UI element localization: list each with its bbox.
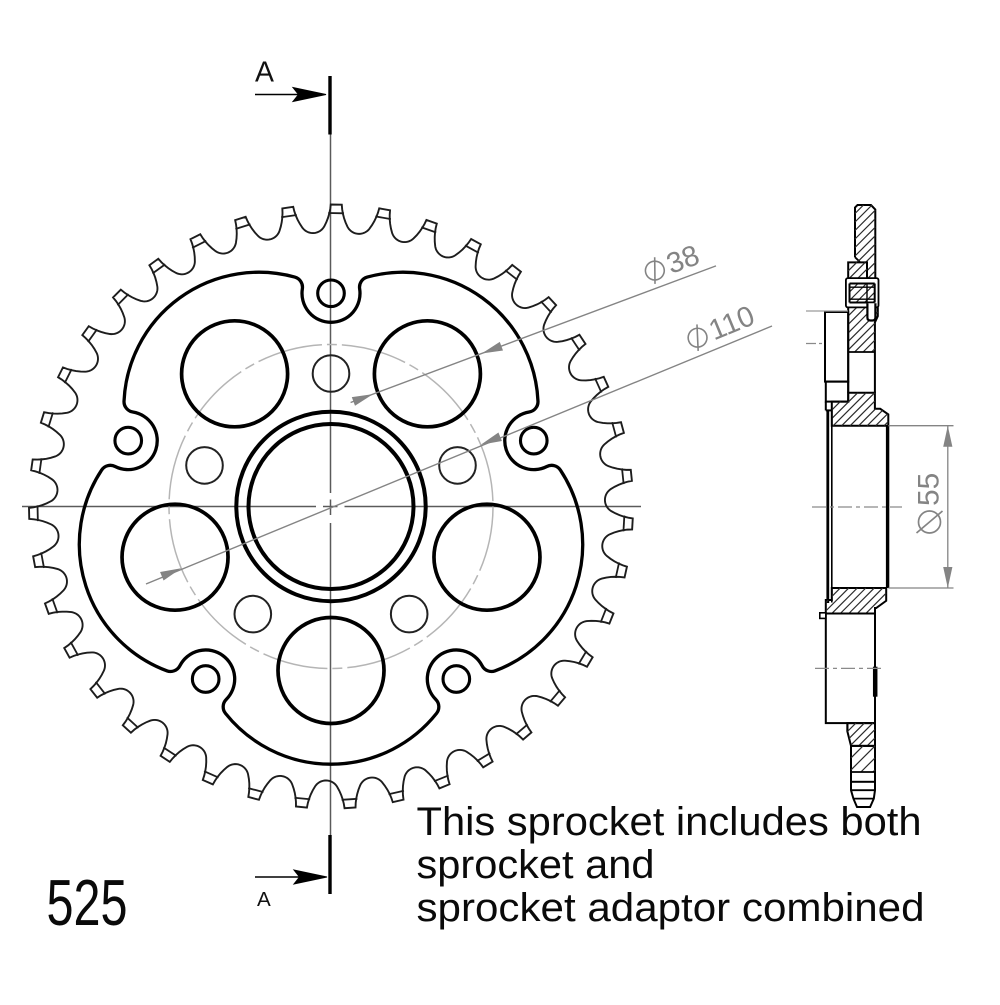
svg-text:This sprocket includes both: This sprocket includes both xyxy=(417,800,922,844)
svg-text:525: 525 xyxy=(47,866,128,939)
svg-text:sprocket adaptor combined: sprocket adaptor combined xyxy=(417,886,925,930)
svg-text:A: A xyxy=(255,56,274,88)
svg-text:55: 55 xyxy=(913,473,946,506)
svg-text:A: A xyxy=(257,888,271,911)
svg-text:sprocket and: sprocket and xyxy=(417,843,655,887)
